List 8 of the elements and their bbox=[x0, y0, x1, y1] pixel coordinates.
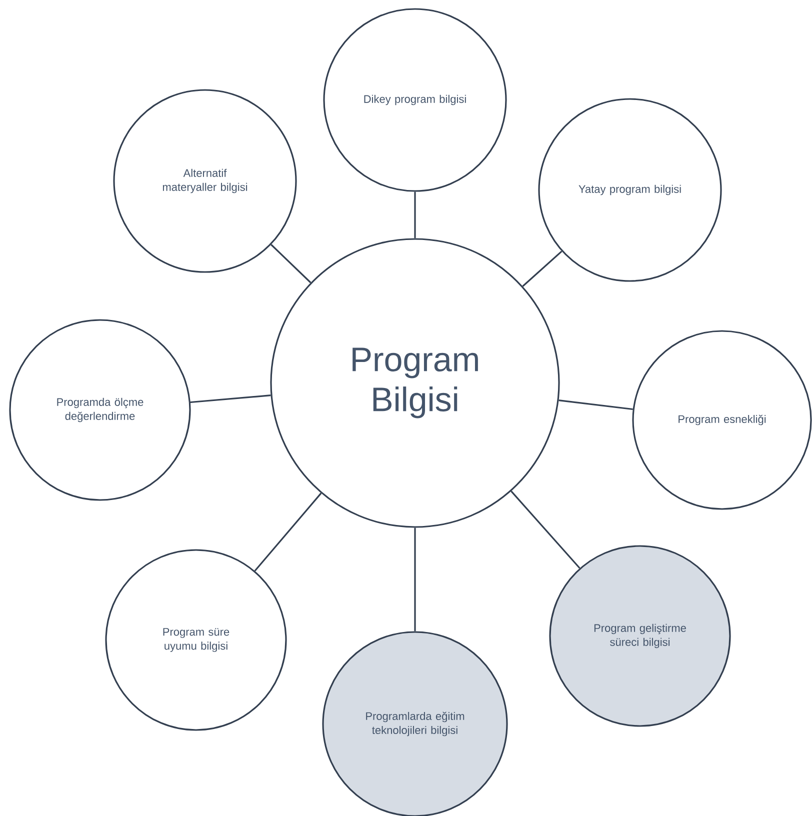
connector-line bbox=[414, 192, 416, 238]
connector-line bbox=[190, 394, 271, 404]
connector-line bbox=[270, 244, 312, 284]
connector-line bbox=[522, 250, 562, 287]
connector-line bbox=[558, 400, 633, 410]
connector-line bbox=[510, 490, 580, 569]
connector-line bbox=[254, 492, 322, 572]
connector-line bbox=[414, 528, 416, 632]
